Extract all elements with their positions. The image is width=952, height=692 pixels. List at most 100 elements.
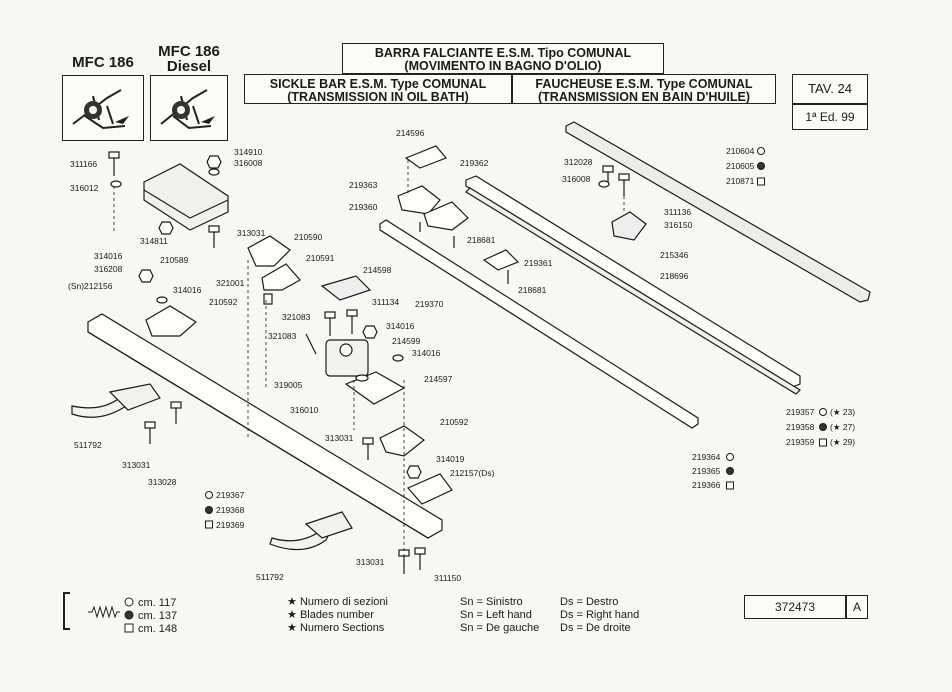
part-label: 313028 bbox=[148, 477, 177, 487]
part-label: 210592 bbox=[440, 417, 469, 427]
plate-214596 bbox=[404, 145, 447, 169]
star-icon: ★ bbox=[287, 622, 297, 634]
title-french: FAUCHEUSE E.S.M. Type COMUNAL (TRANSMISS… bbox=[512, 74, 776, 104]
part-label: 215346 bbox=[660, 250, 689, 260]
part-label: 321001 bbox=[216, 278, 245, 288]
legend-text: Numero di sezioni bbox=[299, 596, 388, 608]
part-label: 311150 bbox=[434, 573, 462, 583]
part-label: (★ 29) bbox=[830, 437, 856, 447]
title-it-line1: BARRA FALCIANTE E.S.M. Tipo COMUNAL bbox=[374, 46, 632, 60]
thumbnail-mfc186-diesel bbox=[150, 75, 228, 141]
revision-letter: A bbox=[852, 600, 861, 614]
title-italian: BARRA FALCIANTE E.S.M. Tipo COMUNAL (MOV… bbox=[342, 43, 664, 74]
size-symbols bbox=[124, 597, 134, 633]
blade-count: 29) bbox=[842, 437, 856, 447]
part-label: 219357 bbox=[786, 407, 815, 417]
circle-filled-210605 bbox=[757, 162, 765, 170]
part-label: 218681 bbox=[518, 285, 547, 295]
legend-size-148: cm. 148 bbox=[138, 623, 178, 635]
star-icon: ★ bbox=[287, 609, 297, 621]
title-fr-line2: (TRANSMISSION EN BAIN D'HUILE) bbox=[538, 90, 750, 104]
revision-box: A bbox=[846, 595, 868, 619]
legend-ds-it: Ds = Destro bbox=[560, 596, 619, 608]
part-label: 311134 bbox=[372, 297, 400, 307]
part-label: 210591 bbox=[306, 253, 335, 263]
part-label: 214598 bbox=[363, 265, 392, 275]
legend-size-117: cm. 117 bbox=[138, 597, 177, 609]
part-label: 214597 bbox=[424, 374, 453, 384]
part-label: 312028 bbox=[564, 157, 593, 167]
part-label: 219365 bbox=[692, 466, 721, 476]
legend-text: Numero Sections bbox=[299, 622, 385, 634]
model-label: MFC 186 bbox=[72, 54, 134, 71]
part-label: 210605 bbox=[726, 161, 755, 171]
crank-214598 bbox=[320, 275, 372, 301]
model-variant: Diesel bbox=[166, 58, 212, 75]
part-label: 316010 bbox=[290, 405, 319, 415]
circle-open-210604 bbox=[757, 147, 765, 155]
legend-ds-en: Ds = Right hand bbox=[560, 609, 640, 621]
part-label: 219364 bbox=[692, 452, 721, 462]
plate-210590 bbox=[247, 235, 291, 267]
legend-sn-en: Sn = Left hand bbox=[460, 609, 532, 621]
legend-text: Blades number bbox=[299, 609, 374, 621]
part-label: 314016 bbox=[386, 321, 415, 331]
bolts bbox=[108, 151, 630, 574]
part-label: 210590 bbox=[294, 232, 323, 242]
legend-size-137: cm. 137 bbox=[138, 610, 178, 622]
part-label: (★ 27) bbox=[830, 422, 856, 432]
plate-219363 bbox=[397, 185, 441, 215]
part-label: 316150 bbox=[664, 220, 693, 230]
part-label: 219369 bbox=[216, 520, 245, 530]
part-label: 314019 bbox=[436, 454, 465, 464]
part-label: 219368 bbox=[216, 505, 245, 515]
part-label: 316008 bbox=[234, 158, 263, 168]
legend-bracket bbox=[63, 592, 70, 630]
blade-count: 27) bbox=[842, 422, 856, 432]
tractor-illustration-diesel bbox=[160, 89, 215, 130]
holder-block bbox=[143, 163, 229, 231]
table-label: TAV. 24 bbox=[808, 81, 852, 96]
finger-bar bbox=[87, 313, 443, 539]
plate-212157 bbox=[407, 473, 453, 505]
part-label: 218681 bbox=[467, 235, 496, 245]
part-label: 313031 bbox=[356, 557, 385, 567]
legend-star-it: ★ Numero di sezioni bbox=[287, 596, 388, 608]
part-label: 219359 bbox=[786, 437, 815, 447]
part-label: 212157(Ds) bbox=[450, 468, 495, 478]
part-label: 511792 bbox=[256, 572, 284, 582]
legend-ds-fr: Ds = De droite bbox=[560, 622, 631, 634]
part-label: 314016 bbox=[94, 251, 123, 261]
thumbnail-mfc186 bbox=[62, 75, 144, 141]
title-english: SICKLE BAR E.S.M. Type COMUNAL (TRANSMIS… bbox=[244, 74, 512, 104]
part-label: 511792 bbox=[74, 440, 102, 450]
part-label: (★ 23) bbox=[830, 407, 856, 417]
part-label: 219366 bbox=[692, 480, 721, 490]
star-icon: ★ bbox=[287, 596, 297, 608]
title-en-line1: SICKLE BAR E.S.M. Type COMUNAL bbox=[269, 77, 487, 91]
model-name: MFC 186 bbox=[158, 43, 220, 60]
part-label: 321083 bbox=[282, 312, 311, 322]
toothed-knife bbox=[465, 175, 801, 395]
cover-strip bbox=[565, 121, 871, 303]
plate-210592b bbox=[379, 425, 426, 457]
table-number: TAV. 24 bbox=[792, 74, 868, 104]
plate-210592 bbox=[145, 305, 198, 337]
drawing-code: 372473 bbox=[774, 600, 816, 614]
part-label: 316208 bbox=[94, 264, 123, 274]
part-label: 219358 bbox=[786, 422, 815, 432]
clamp-316150 bbox=[611, 211, 647, 241]
part-label: 210871 bbox=[726, 176, 755, 186]
part-label: 314016 bbox=[173, 285, 202, 295]
plate-210591 bbox=[261, 263, 301, 291]
legend-star-en: ★ Blades number bbox=[287, 609, 374, 621]
part-label: 321083 bbox=[268, 331, 297, 341]
title-it-line2: (MOVIMENTO IN BAGNO D'OLIO) bbox=[404, 59, 602, 73]
legend-star-fr: ★ Numero Sections bbox=[287, 622, 384, 634]
part-label: 313031 bbox=[237, 228, 266, 238]
part-label: 314811 bbox=[140, 236, 168, 246]
title-en-line2: (TRANSMISSION IN OIL BATH) bbox=[287, 90, 469, 104]
part-label: 316008 bbox=[562, 174, 591, 184]
title-fr-line1: FAUCHEUSE E.S.M. Type COMUNAL bbox=[535, 77, 753, 91]
part-label: 218696 bbox=[660, 271, 689, 281]
